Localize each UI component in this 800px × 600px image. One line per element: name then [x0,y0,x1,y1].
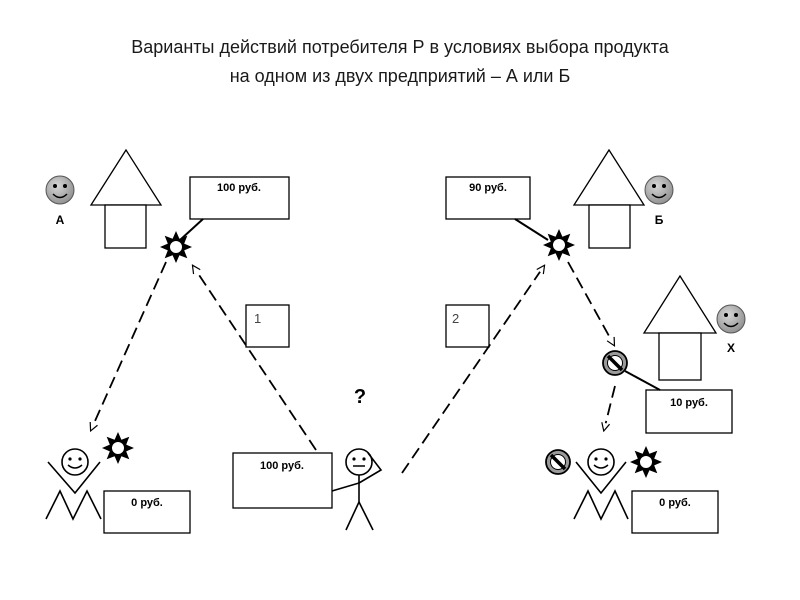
question-mark: ? [354,386,366,408]
house-icon-a [89,148,163,249]
outcome-right-money: 0 руб. [659,497,691,509]
price-box-x [645,389,733,434]
enterprise-a-letter: А [56,213,65,227]
option-box-2 [445,304,490,348]
outcome-left: 0 руб. [45,431,191,534]
outcome-right-money-box [631,490,719,534]
price-b: 90 руб. [469,182,507,194]
path-consumer-to-b [401,266,544,474]
consumer-money-box [232,452,333,509]
path-x-to-outcome [604,385,616,430]
enterprise-b-letter: Б [655,213,664,227]
option-box-1 [245,304,290,348]
title-line-2: на одном из двух предприятий – А или Б [229,66,571,86]
house-icon-b [572,148,646,249]
smiley-icon-a [45,175,75,205]
consumer: 100 руб. ? [232,386,383,531]
connector-a [179,218,204,241]
stick-figure-icon-left [45,448,102,521]
outcome-right: 0 руб. [544,445,719,534]
stick-figure-icon-right [573,448,629,521]
price-a: 100 руб. [217,182,261,194]
outcome-left-money: 0 руб. [131,497,163,509]
starburst-icon-left [101,431,135,465]
consumer-money: 100 руб. [260,460,304,472]
enterprise-x: Х 10 руб. [601,274,746,434]
slide-title: Варианты действий потребителя Р в услови… [0,33,800,91]
path-b-to-x [567,261,614,345]
enterprise-x-letter: Х [727,341,735,355]
price-x: 10 руб. [670,397,708,409]
option-1-label: 1 [254,311,261,326]
house-icon-x [642,274,718,381]
path-consumer-to-a [193,266,317,451]
no-entry-icon-x [601,349,629,377]
enterprise-b: Б 90 руб. [445,148,674,262]
connector-b [514,218,549,241]
outcome-left-money-box [103,490,191,534]
starburst-icon-right [629,445,663,479]
price-box-b [445,176,531,220]
starburst-icon-a [159,230,193,264]
smiley-icon-x [716,304,746,334]
price-box-a [189,176,290,220]
smiley-icon-b [644,175,674,205]
no-entry-icon-right [544,448,572,476]
path-a-to-outcome [91,261,167,430]
title-line-1: Варианты действий потребителя Р в услови… [131,37,669,57]
connector-x [624,370,661,391]
starburst-icon-b [542,228,576,262]
stick-figure-icon-consumer [331,448,383,531]
option-2-label: 2 [452,311,459,326]
enterprise-a: А 100 руб. [45,148,290,264]
